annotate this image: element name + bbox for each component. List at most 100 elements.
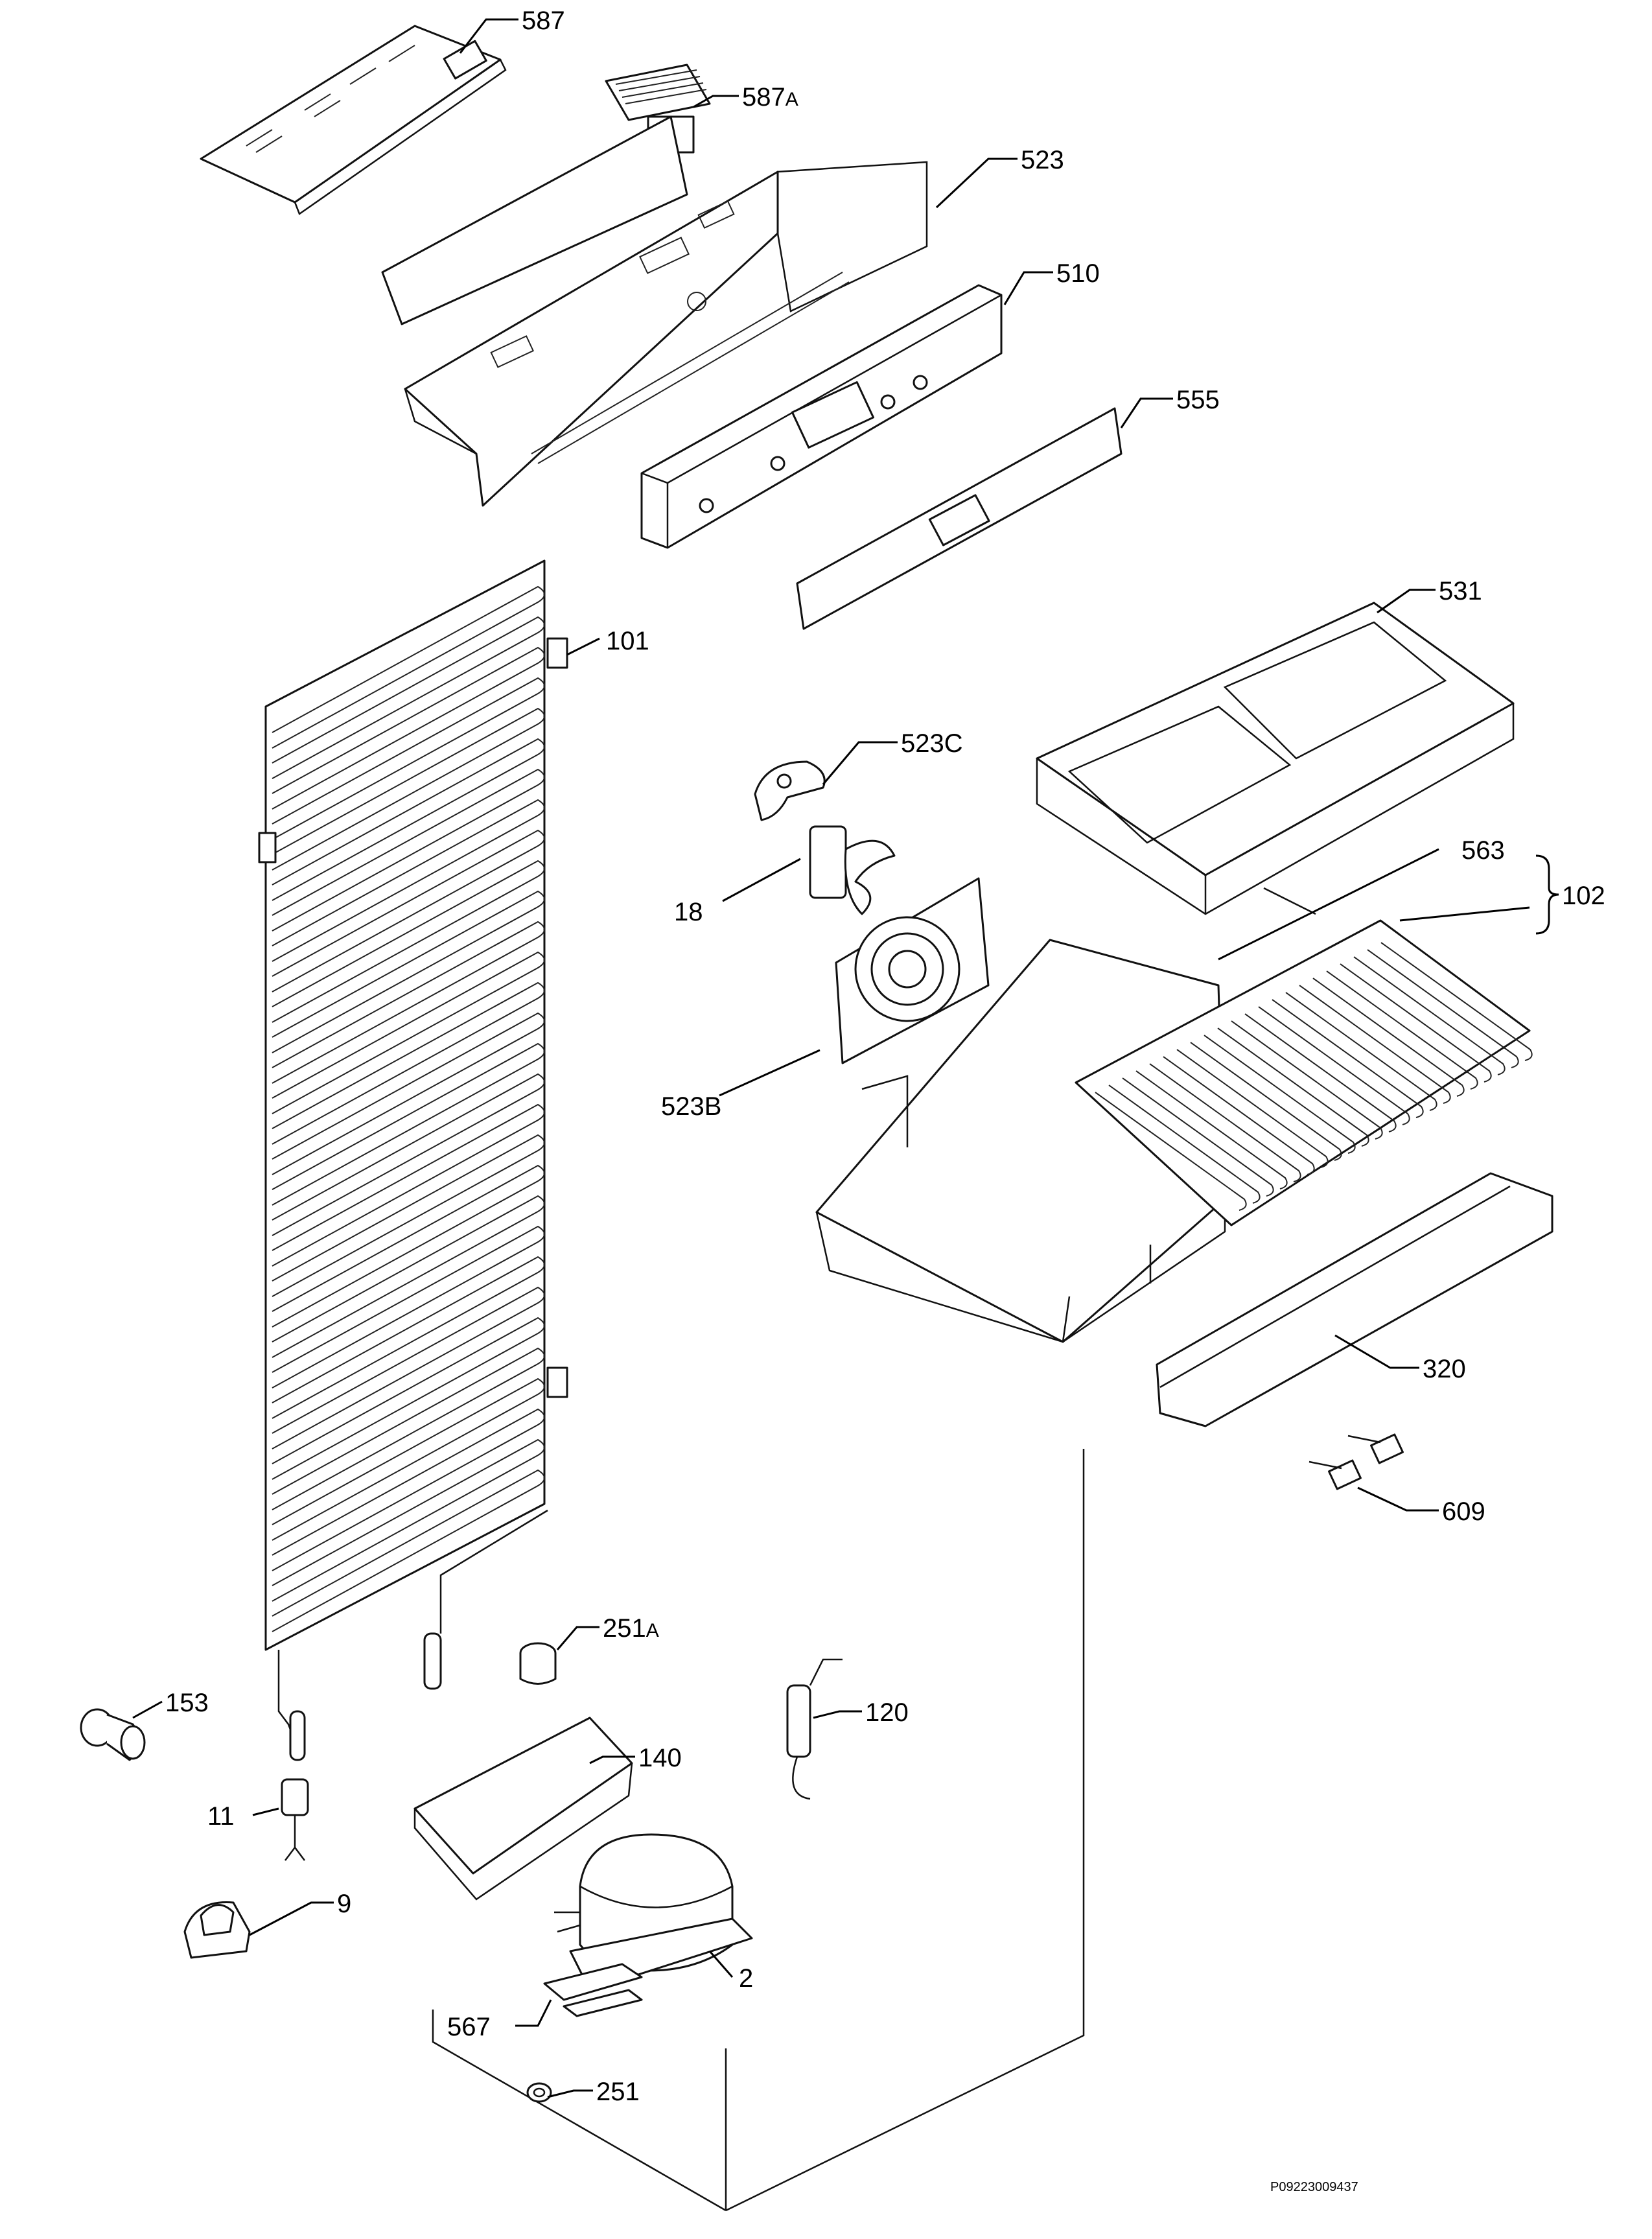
callout-labels: 587 587A 523 510 555 101 531 523C 18 563… (165, 6, 1605, 2106)
condenser-coil-loop (272, 1408, 545, 1571)
leader-102 (1399, 906, 1530, 922)
leader-102-brace (1535, 854, 1559, 935)
condenser-coil-loop (272, 1469, 545, 1632)
part-587-control-board[interactable] (200, 25, 507, 215)
part-523C-clip[interactable] (754, 760, 826, 821)
condenser-coil-loop (272, 829, 545, 992)
callout-102: 102 (1562, 882, 1605, 910)
condenser-coil-loop (272, 1195, 545, 1358)
callout-101: 101 (606, 627, 649, 655)
evaporator-fin (1326, 970, 1478, 1090)
cabinet-outline (432, 1449, 1085, 2212)
leader-563 (1218, 848, 1439, 961)
evaporator-fin (1285, 992, 1437, 1111)
callout-153: 153 (165, 1689, 209, 1717)
leader-lines (132, 18, 1559, 2098)
condenser-coil-loop (272, 768, 545, 932)
leader-567 (515, 1999, 552, 2027)
callout-567: 567 (447, 2013, 491, 2041)
part-567-spacer[interactable] (543, 1963, 643, 2017)
condenser-coil-loop (272, 920, 545, 1084)
condenser-coil-loop (272, 1377, 545, 1541)
part-9-relay[interactable] (183, 1901, 251, 1959)
callout-9: 9 (337, 1890, 351, 1918)
part-510-display-frame[interactable] (640, 284, 1003, 549)
leader-251A (556, 1626, 599, 1650)
part-140-drip-tray[interactable] (413, 1717, 633, 1901)
evaporator-fin (1095, 1092, 1247, 1211)
condenser-coil-loop (272, 1134, 545, 1297)
leader-523B (719, 1049, 820, 1097)
part-320-rail[interactable] (1156, 1172, 1553, 1427)
evaporator-fin (1190, 1042, 1342, 1161)
leader-555 (1120, 397, 1173, 428)
condenser-coil-loop (272, 1317, 545, 1480)
condenser-coil-loop (272, 1103, 545, 1267)
evaporator-fin (1272, 999, 1424, 1118)
leader-101 (566, 637, 600, 656)
callout-510: 510 (1056, 259, 1100, 288)
leader-2 (708, 1951, 734, 1978)
evaporator-fin (1108, 1084, 1261, 1204)
callout-531: 531 (1439, 577, 1482, 605)
drawing-code: P09223009437 (1270, 2180, 1358, 2194)
callout-555: 555 (1176, 386, 1220, 414)
part-555-decor-strip[interactable] (796, 407, 1123, 630)
condenser-coil-loop (272, 890, 545, 1053)
part-523-control-housing[interactable] (381, 115, 928, 507)
part-523B-fan-cover[interactable] (835, 877, 990, 1064)
condenser-coil-loop (272, 1073, 545, 1236)
evaporator-fin (1217, 1027, 1369, 1147)
callout-609: 609 (1442, 1497, 1485, 1526)
leader-251 (547, 2089, 593, 2098)
callout-523C: 523C (901, 729, 963, 758)
callout-563: 563 (1461, 836, 1505, 865)
condenser-coil-loop (272, 1438, 545, 1602)
condenser-coil-loop (272, 1164, 545, 1328)
part-11-valve[interactable] (281, 1778, 309, 1861)
leader-9 (249, 1901, 334, 1936)
part-102-evaporator[interactable] (1075, 887, 1533, 1226)
leader-531 (1377, 589, 1436, 614)
leader-18 (722, 858, 801, 902)
callout-140: 140 (638, 1744, 682, 1772)
part-251A-grommet[interactable] (519, 1642, 557, 1685)
condenser-coil-loop (272, 707, 545, 871)
callout-251A: 251A (603, 1614, 659, 1643)
condenser-coil-loop (272, 1225, 545, 1389)
evaporator-fin (1244, 1013, 1397, 1132)
part-120-thermostat-sensor[interactable] (786, 1658, 843, 1800)
leader-587 (459, 18, 518, 54)
part-251-grommet[interactable] (526, 2082, 552, 2103)
condenser-coil-loop (272, 677, 545, 840)
evaporator-fin (1299, 985, 1451, 1104)
part-18-fan-motor[interactable] (809, 825, 896, 915)
callout-523B: 523B (661, 1092, 721, 1121)
leader-510 (1003, 271, 1053, 305)
condenser-coil-loop (272, 1256, 545, 1419)
part-153-bushing[interactable] (80, 1708, 146, 1761)
callout-587: 587 (522, 6, 565, 35)
condenser-coil-loop (272, 738, 545, 901)
leader-120 (813, 1710, 862, 1719)
condenser-coil-loop (272, 981, 545, 1145)
leader-153 (132, 1700, 163, 1719)
evaporator-fin (1204, 1035, 1356, 1154)
leader-140 (589, 1755, 635, 1764)
part-101-condenser[interactable] (258, 559, 568, 1761)
evaporator-fin (1353, 956, 1506, 1075)
evaporator-fin (1340, 963, 1492, 1083)
part-609-connectors[interactable] (1309, 1433, 1404, 1490)
leader-587A (693, 95, 739, 108)
condenser-coil-loop (272, 1286, 545, 1449)
evaporator-fin (1312, 978, 1465, 1097)
leader-609 (1357, 1486, 1439, 1512)
callout-587A: 587A (742, 83, 798, 111)
condenser-coil-loop (272, 799, 545, 962)
evaporator-fin (1176, 1049, 1329, 1168)
part-531-cover[interactable] (1036, 602, 1515, 915)
leader-11 (252, 1807, 279, 1816)
evaporator-fin (1231, 1020, 1383, 1140)
callout-18: 18 (674, 898, 703, 926)
